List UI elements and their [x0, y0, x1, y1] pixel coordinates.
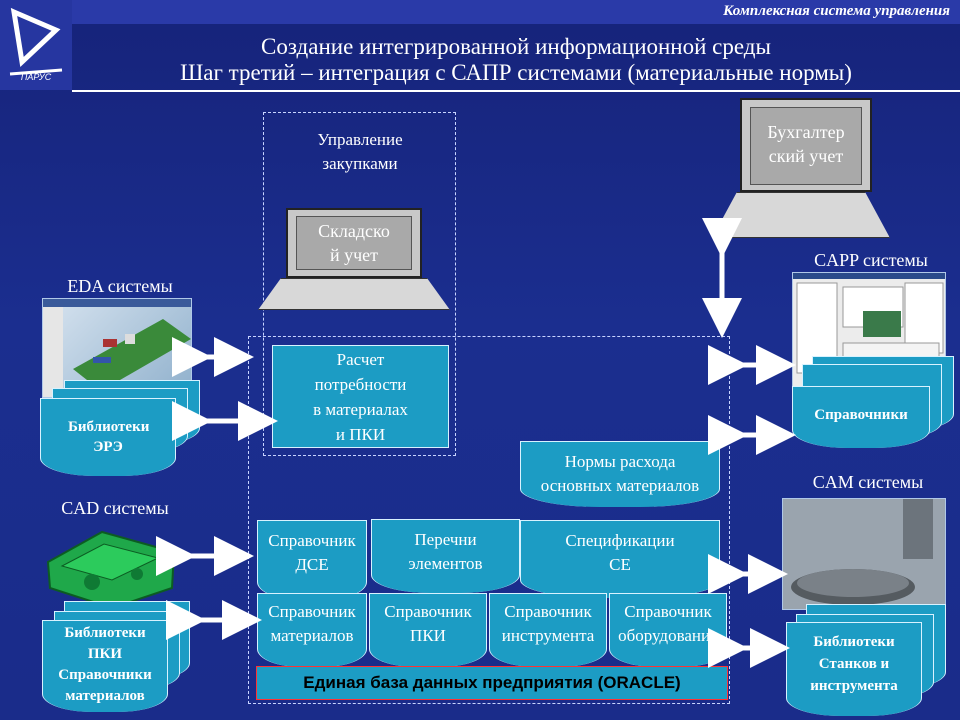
cad-lib-line2: ПКИ: [87, 646, 123, 662]
pki-ref-line2: ПКИ: [410, 626, 446, 645]
header-divider: [72, 90, 960, 92]
equip-ref-line2: оборудования: [618, 626, 718, 645]
cad-label: CAD системы: [61, 498, 169, 518]
database-region: [248, 336, 730, 704]
purchasing-label: Управление закупками: [270, 128, 450, 176]
specs-line1: Спецификации: [565, 531, 675, 550]
warehouse-line2: й учет: [329, 245, 379, 265]
warehouse-laptop-keyboard: [258, 278, 450, 310]
cam-machine-image: [782, 498, 946, 610]
tool-ref-doc: Справочник инструмента: [489, 593, 607, 667]
purchasing-region: [263, 112, 456, 456]
equip-ref-doc: Справочник оборудования: [609, 593, 727, 667]
top-bar: Комплексная система управления: [72, 0, 960, 24]
calc-line4: и ПКИ: [335, 425, 386, 444]
calc-line1: Расчет: [336, 350, 385, 369]
pki-ref-line1: Справочник: [384, 602, 472, 621]
elements-line1: Перечни: [414, 530, 477, 549]
cam-lib-line3: инструмента: [810, 678, 898, 694]
warehouse-label: Складско й учет: [296, 216, 412, 270]
elements-line2: элементов: [408, 554, 483, 573]
dse-line1: Справочник: [268, 531, 356, 550]
cad-library: Библиотеки ПКИ Справочники материалов: [42, 620, 168, 712]
specs-line2: СЕ: [609, 555, 631, 574]
cam-library: Библиотеки Станков и инструмента: [786, 622, 922, 716]
logo-icon: ПАРУС: [9, 7, 63, 82]
accounting-line2: ский учет: [768, 146, 844, 166]
calc-line3: в материалах: [313, 400, 408, 419]
materials-ref-doc: Справочник материалов: [257, 593, 367, 667]
cam-lib-line1: Библиотеки: [813, 634, 895, 650]
pki-ref-doc: Справочник ПКИ: [369, 593, 487, 667]
tool-ref-line1: Справочник: [504, 602, 592, 621]
norms-line2: основных материалов: [540, 476, 700, 495]
page-subtitle: Шаг третий – интеграция с САПР системами…: [180, 60, 852, 85]
accounting-laptop-screen: Бухгалтер ский учет: [740, 98, 872, 192]
database-bar: Единая база данных предприятия (ORACLE): [256, 666, 728, 700]
warehouse-line1: Складско: [318, 221, 390, 241]
eda-library-label: Библиотеки ЭРЭ: [68, 419, 150, 455]
cam-lib-line2: Станков и: [818, 656, 890, 672]
dse-line2: ДСЕ: [295, 555, 329, 574]
materials-ref-line1: Справочник: [268, 602, 356, 621]
capp-ref-label: Справочники: [814, 407, 908, 423]
cam-label: CAM системы: [812, 472, 924, 492]
purchasing-line2: закупками: [322, 154, 398, 173]
eda-label: EDA системы: [67, 276, 173, 296]
capp-screenshot: [792, 272, 946, 390]
dse-ref-doc: Справочник ДСЕ: [257, 520, 367, 600]
cad-lib-line1: Библиотеки: [64, 625, 146, 641]
cad-lib-line3: Справочники: [58, 667, 152, 683]
capp-label: CAPP системы: [814, 250, 928, 270]
accounting-line1: Бухгалтер: [767, 122, 845, 142]
materials-ref-line2: материалов: [270, 626, 354, 645]
cad-model-image: [42, 522, 182, 610]
calc-box: Расчет потребности в материалах и ПКИ: [272, 345, 449, 448]
purchasing-line1: Управление: [317, 130, 403, 149]
logo: ПАРУС: [0, 0, 72, 90]
norms-line1: Нормы расхода: [564, 452, 676, 471]
page-title: Создание интегрированной информационной …: [261, 34, 771, 59]
norms-doc: Нормы расхода основных материалов: [520, 441, 720, 507]
accounting-label: Бухгалтер ский учет: [750, 107, 862, 185]
tagline: Комплексная система управления: [723, 3, 950, 19]
warehouse-laptop-screen: Складско й учет: [286, 208, 422, 278]
equip-ref-line1: Справочник: [624, 602, 712, 621]
svg-text:ПАРУС: ПАРУС: [21, 72, 52, 82]
specs-doc: Спецификации СЕ: [520, 520, 720, 598]
elements-list-doc: Перечни элементов: [371, 519, 520, 593]
tool-ref-line2: инструмента: [501, 626, 595, 645]
capp-ref-doc: Справочники: [792, 386, 930, 448]
calc-line2: потребности: [314, 375, 407, 394]
cad-lib-line4: материалов: [65, 688, 145, 704]
